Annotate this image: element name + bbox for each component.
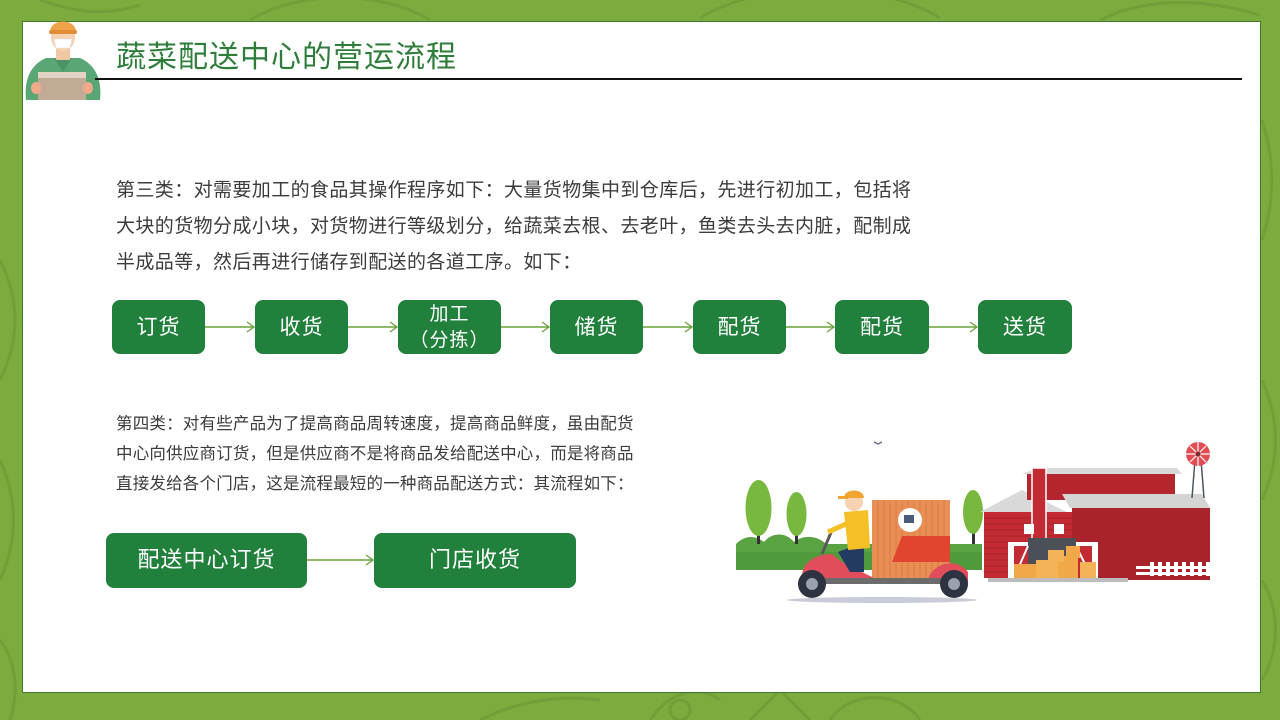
flow-step-receive: 收货	[255, 300, 348, 354]
flow-step-process-sort: 加工 （分拣）	[398, 300, 501, 354]
section3-line: 第三类：对需要加工的食品其操作程序如下：大量货物集中到仓库后，先进行初加工，包括…	[116, 179, 912, 201]
flow-step-center-order: 配送中心订货	[106, 533, 307, 588]
title-underline	[95, 78, 1242, 80]
section3-line: 大块的货物分成小块，对货物进行等级划分，给蔬菜去根、去老叶，鱼类去头去内脏，配制…	[116, 215, 912, 237]
flow-arrow-icon	[348, 321, 398, 333]
section4-line: 中心向供应商订货，但是供应商不是将商品发给配送中心，而是将商品	[116, 444, 634, 463]
flow-step-allocate: 配货	[693, 300, 786, 354]
scooter-delivery-barn-illustration	[736, 441, 1212, 603]
flow-step-order: 订货	[112, 300, 205, 354]
flow-step-deliver: 送货	[978, 300, 1072, 354]
flow-arrow-icon	[205, 321, 255, 333]
slide-title: 蔬菜配送中心的营运流程	[116, 40, 457, 75]
section4-line: 直接发给各个门店，这是流程最短的一种商品配送方式：其流程如下：	[116, 474, 634, 493]
delivery-worker-avatar-icon	[25, 21, 101, 100]
flow-step-allocate-2: 配货	[835, 300, 929, 354]
section4-description: 第四类：对有些产品为了提高商品周转速度，提高商品鲜度，虽由配货 中心向供应商订货…	[116, 409, 634, 499]
section3-description: 第三类：对需要加工的食品其操作程序如下：大量货物集中到仓库后，先进行初加工，包括…	[116, 172, 911, 280]
section4-line: 第四类：对有些产品为了提高商品周转速度，提高商品鲜度，虽由配货	[116, 414, 634, 433]
flow-step-store-receive: 门店收货	[374, 533, 576, 588]
flow-arrow-icon	[307, 554, 374, 566]
flow-arrow-icon	[643, 321, 693, 333]
flow-arrow-icon	[786, 321, 835, 333]
flow-arrow-icon	[501, 321, 550, 333]
flow-arrow-icon	[929, 321, 978, 333]
flow-step-store: 储货	[550, 300, 643, 354]
section3-line: 半成品等，然后再进行储存到配送的各道工序。如下：	[116, 251, 582, 273]
